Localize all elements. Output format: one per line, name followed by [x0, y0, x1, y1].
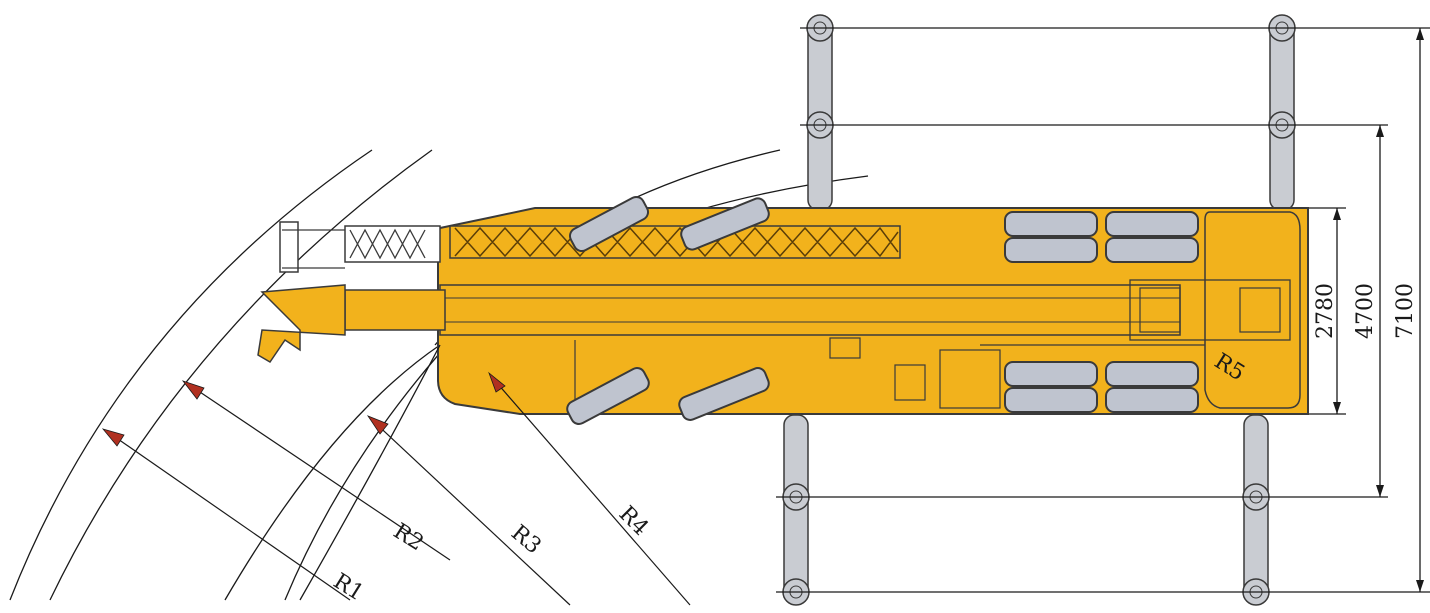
tire	[1004, 387, 1098, 413]
jib-extension	[344, 225, 441, 263]
jib-truss	[449, 225, 901, 259]
radius-label-r2: R2	[389, 519, 428, 556]
leader-r2	[184, 381, 451, 561]
leader-r1	[104, 429, 351, 601]
dimension-arrows	[1333, 28, 1424, 592]
tire-steered	[566, 367, 650, 425]
jib-truss-pattern	[454, 226, 899, 258]
dimension-label-4700: 4700	[1353, 283, 1378, 339]
tire	[1105, 237, 1199, 263]
tire	[1004, 361, 1098, 387]
dimension-extension-lines	[776, 27, 1430, 593]
arc-r3	[224, 344, 441, 601]
tire	[1105, 361, 1199, 387]
arc-outer-2	[49, 149, 433, 601]
dimension-label-7100: 7100	[1393, 283, 1418, 339]
hook-block	[257, 284, 346, 364]
tires	[566, 195, 1199, 425]
radius-leaders	[104, 374, 691, 606]
tire	[1004, 211, 1098, 237]
tire	[1105, 211, 1199, 237]
radius-arrowheads	[101, 371, 506, 447]
radius-arcs-lower	[299, 344, 441, 601]
tire-steered	[568, 195, 650, 253]
radius-label-r1: R1	[329, 569, 368, 606]
tire	[1105, 387, 1199, 413]
operator-cab	[1204, 211, 1301, 409]
leader-r3	[369, 417, 571, 606]
leader-r4	[489, 374, 691, 606]
boom-head	[344, 289, 446, 331]
radius-label-r3: R3	[506, 520, 545, 559]
slewing-frame	[1129, 279, 1291, 341]
tire-steered	[678, 367, 770, 421]
tire-steered	[680, 197, 770, 251]
dimension-lines	[1336, 28, 1421, 592]
telescopic-boom	[439, 284, 1181, 336]
arc-outer-1	[9, 149, 373, 601]
tire	[1004, 237, 1098, 263]
dimension-label-2780: 2780	[1313, 283, 1338, 339]
radius-label-r4: R4	[614, 502, 653, 541]
